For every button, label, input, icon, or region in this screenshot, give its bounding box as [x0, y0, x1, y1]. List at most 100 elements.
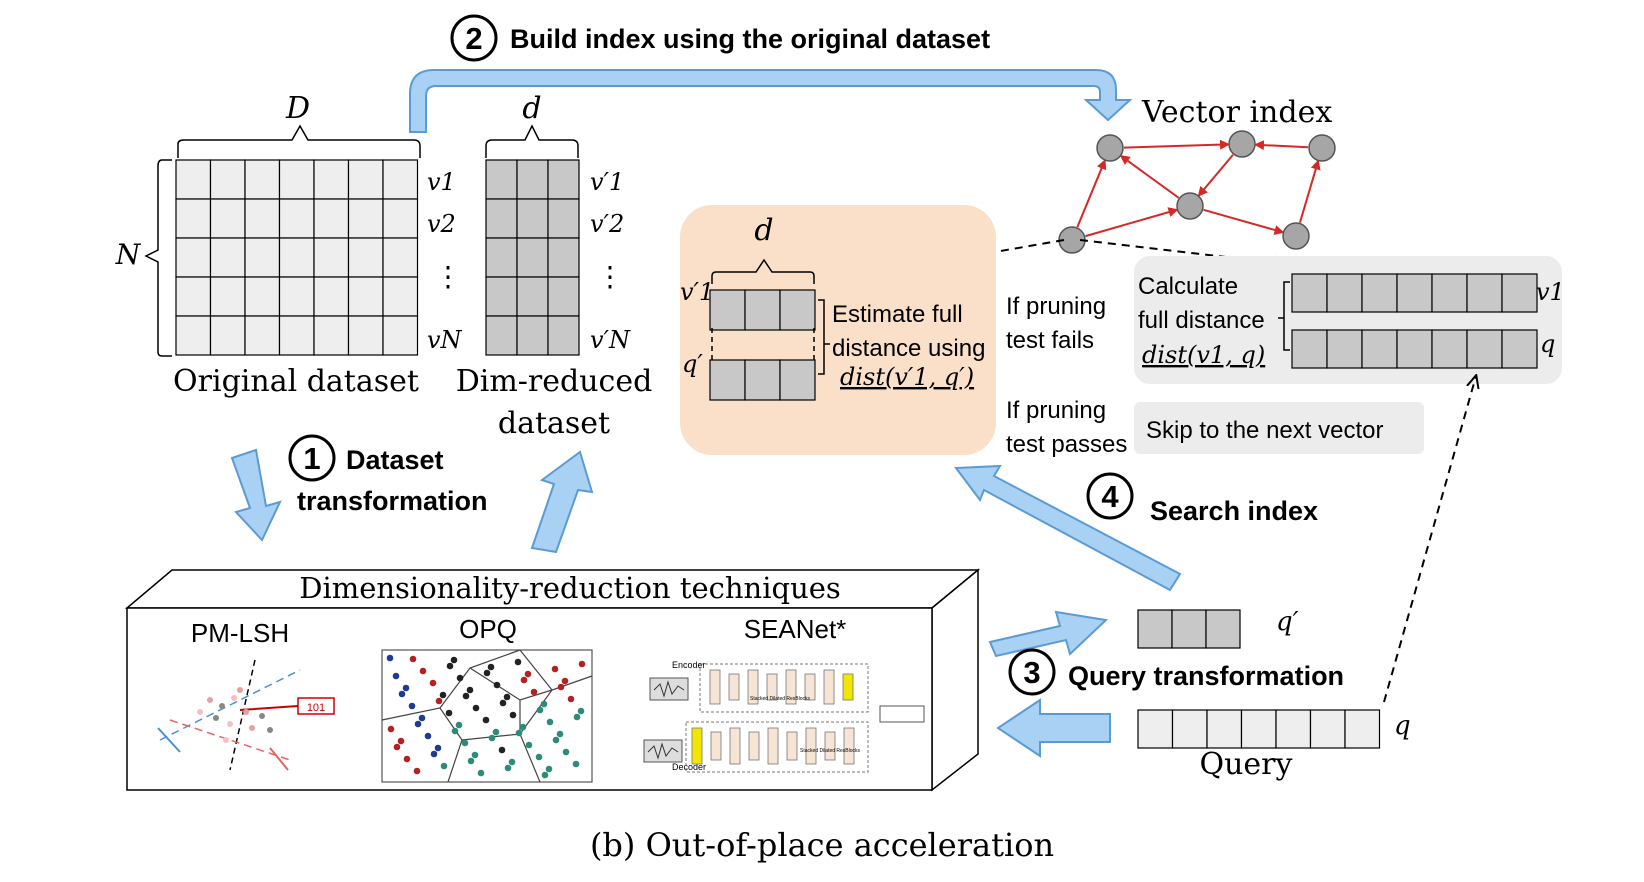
dataset-cell	[347, 159, 384, 200]
seanet-code-box	[879, 705, 925, 723]
dataset-cell	[382, 198, 419, 239]
index-edges	[1076, 139, 1321, 238]
row-label-v1-prime: v′1	[590, 168, 624, 196]
opq-point	[552, 736, 560, 744]
full-distance-bracket	[1278, 281, 1290, 351]
estimate-panel: d v′1 q′ Estimate full distance using di…	[680, 205, 996, 455]
full-distance-vectors	[1291, 273, 1538, 369]
opq-point	[419, 667, 427, 675]
full-query-cell	[1137, 709, 1174, 749]
full-v-cell	[1326, 273, 1363, 313]
seanet-encoder-label: Encoder	[672, 660, 706, 670]
opq-point	[397, 737, 405, 745]
dim-D-label: D	[285, 91, 310, 126]
reduced-caption-line2: dataset	[498, 406, 610, 441]
full-q-cell	[1326, 329, 1363, 369]
pmlsh-points	[197, 687, 273, 743]
index-node	[1228, 130, 1256, 158]
pmlsh-red-pointer	[239, 705, 299, 711]
step-1: 1 Dataset transformation	[230, 434, 594, 554]
opq-point	[514, 658, 522, 666]
opq-point	[551, 665, 559, 673]
technique-pmlsh-label: PM-LSH	[191, 618, 289, 648]
index-node	[1282, 222, 1310, 250]
seanet-encoder-block	[709, 669, 721, 705]
dataset-cell	[347, 237, 384, 278]
pmlsh-point	[213, 715, 219, 721]
index-edge	[1076, 159, 1107, 228]
step-1-label-line1: Dataset	[346, 445, 444, 475]
dataset-cell	[382, 159, 419, 200]
dataset-cell	[244, 315, 281, 356]
reduced-cell	[485, 276, 518, 317]
pmlsh-point	[237, 687, 243, 693]
row-label-vN-prime: v′N	[590, 326, 631, 354]
pruning-passes-line1: If pruning	[1006, 397, 1106, 424]
pmlsh-red-tick	[269, 747, 289, 771]
opq-point	[456, 674, 464, 682]
pmlsh-point	[197, 709, 203, 715]
estimate-v-cell	[709, 289, 746, 331]
dataset-cell	[347, 276, 384, 317]
opq-point	[572, 760, 580, 768]
dataset-cell	[209, 198, 246, 239]
step-2-header: 2 Build index using the original dataset	[450, 14, 990, 62]
seanet-decoder-block	[805, 727, 817, 765]
row-label-vN: vN	[427, 326, 463, 354]
transform-down-arrow	[230, 448, 282, 542]
opq-point	[440, 762, 448, 770]
dataset-cell	[278, 315, 315, 356]
reduced-cell	[516, 237, 549, 278]
opq-point	[493, 681, 501, 689]
full-q-cell	[1431, 329, 1468, 369]
step-3: 3 Query transformation	[988, 610, 1344, 758]
estimate-bracket	[818, 299, 830, 375]
opq-point	[509, 711, 517, 719]
reduced-cell	[547, 159, 580, 200]
skip-panel-bg	[1134, 402, 1424, 454]
original-dataset-caption: Original dataset	[173, 364, 419, 399]
dim-d-label: d	[522, 91, 541, 126]
dataset-cell	[244, 237, 281, 278]
pmlsh-tag-box	[297, 697, 335, 715]
reduced-cell	[516, 315, 549, 356]
opq-point	[546, 718, 554, 726]
index-edge	[1299, 159, 1321, 223]
opq-point	[556, 730, 564, 738]
estimate-formula: dist(v′1, q′)	[840, 363, 974, 391]
opq-point	[482, 716, 490, 724]
full-query-cell	[1206, 709, 1243, 749]
estimate-row-v1-prime: v′1	[680, 278, 714, 306]
dataset-cell	[347, 198, 384, 239]
seanet-decoder-block	[843, 727, 855, 765]
row-label-v2: v2	[427, 210, 456, 238]
vector-index: Vector index	[1058, 95, 1336, 254]
dataset-cell	[313, 237, 350, 278]
seanet-decoder-block	[824, 731, 836, 761]
dataset-cell	[175, 198, 212, 239]
opq-point	[525, 741, 533, 749]
estimate-v-cell	[779, 289, 816, 331]
dataset-cell	[382, 276, 419, 317]
opq-point	[487, 663, 495, 671]
opq-point	[520, 676, 528, 684]
full-query-cell	[1171, 709, 1208, 749]
opq-point	[435, 697, 443, 705]
pmlsh-point	[249, 725, 255, 731]
seanet-decoder-label: Decoder	[672, 762, 706, 772]
opq-point	[471, 751, 479, 759]
estimate-row-q-prime: q′	[682, 350, 703, 378]
skip-label: Skip to the next vector	[1146, 417, 1383, 444]
step-4: 4 Search index	[954, 464, 1318, 592]
seanet-encoder-frame	[699, 663, 869, 713]
seanet-encoder-block	[728, 673, 740, 701]
seanet-blocks	[691, 669, 855, 765]
opq-point	[414, 720, 422, 728]
seanet-thumbnail: Encoder Decoder Stacked Dilated ResBlock…	[643, 660, 925, 773]
opq-point	[386, 654, 394, 662]
seanet-encoder-block	[747, 669, 759, 705]
pmlsh-point	[219, 703, 225, 709]
full-distance-formula: dist(v1, q)	[1142, 341, 1265, 369]
step-2-badge	[450, 14, 498, 62]
pmlsh-point	[227, 721, 233, 727]
